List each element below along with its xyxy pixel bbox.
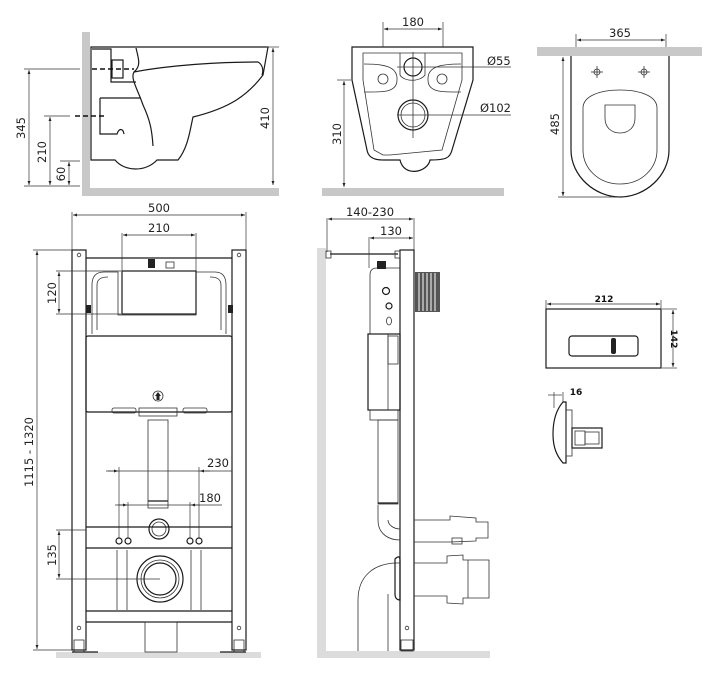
dim-outlet-offset: 135 [45, 544, 59, 566]
flush-bend [148, 518, 170, 540]
flush-button [568, 335, 639, 357]
dim-inlet-height: 345 [14, 117, 28, 139]
right-post [231, 249, 247, 651]
wc-side-view: 345 210 60 410 [14, 32, 279, 196]
dim-depth-range: 140-230 [346, 205, 394, 219]
floor-section [317, 651, 490, 658]
floor-section [82, 188, 279, 196]
outlet-recess [99, 97, 141, 135]
dual-flush-divider [611, 338, 616, 354]
drain-connector [414, 554, 490, 605]
seat-outline [582, 89, 658, 185]
dim-plate-thickness: 16 [570, 388, 583, 398]
actuator-mechanism [571, 427, 603, 449]
valve-icon [148, 259, 155, 268]
cistern-label-icon [152, 390, 164, 402]
floor-section [322, 188, 504, 196]
dim-outlet-diameter: Ø102 [480, 101, 511, 115]
wc-rear-view: 180 Ø55 Ø102 310 [322, 15, 511, 196]
flush-plate-profile [552, 401, 567, 464]
bowl-opening [604, 104, 636, 134]
wc-top-outline [570, 56, 670, 198]
dim-seat-height: 410 [258, 107, 272, 129]
flush-plate-view: 212 142 16 [545, 295, 678, 464]
bowl-inner-curve [132, 47, 154, 147]
left-post [71, 249, 87, 651]
dim-outlet-height: 210 [35, 141, 49, 163]
dim-plate-height: 142 [668, 330, 678, 349]
dim-bolt-spacing: 180 [402, 15, 424, 29]
inlet-recess [92, 48, 136, 83]
frame-side-view: 140-230 130 [317, 205, 490, 658]
flush-panel-opening [121, 270, 197, 315]
right-bolt-boss [427, 63, 462, 93]
wc-top-view: 365 485 [537, 26, 702, 198]
wall-section [82, 32, 90, 196]
cistern-side [367, 333, 401, 411]
left-bolt-hole [377, 73, 389, 85]
dim-rear-outlet-height: 310 [330, 123, 344, 145]
wc-rear-outline [351, 46, 474, 172]
flush-pipe [147, 419, 169, 509]
flush-pipe [377, 419, 399, 505]
dim-inlet-diameter: Ø55 [487, 54, 511, 68]
dim-inner-bolt-spacing: 180 [199, 491, 221, 505]
dim-panel-opening: 210 [148, 221, 170, 235]
seat-line [133, 61, 264, 76]
flush-plate-front [545, 308, 662, 369]
frame-post [399, 249, 415, 651]
floor-section [56, 652, 261, 658]
dim-frame-height: 1115 - 1320 [22, 417, 36, 487]
cistern-body [85, 335, 233, 413]
dim-top-width: 365 [609, 26, 631, 40]
right-bolt-hole [436, 73, 448, 85]
wall-section [537, 47, 702, 56]
right-fixing-icon [638, 66, 650, 78]
dim-top-projection: 485 [548, 113, 562, 135]
dim-outer-bolt-spacing: 230 [207, 456, 229, 470]
dim-depth: 130 [380, 224, 402, 238]
frame-front-view: 500 210 120 1115 - 1320 230 180 135 [22, 201, 261, 658]
left-bolt-boss [363, 63, 398, 93]
dim-panel-height: 120 [45, 282, 59, 304]
flush-valve-outlet [138, 407, 178, 417]
wc-body [90, 46, 269, 170]
left-fixing-icon [591, 66, 603, 78]
dim-bottom-height: 60 [54, 167, 68, 182]
flush-inlet-connector [414, 515, 489, 543]
valve-icon [377, 261, 386, 269]
dim-plate-width: 212 [595, 295, 614, 305]
wall-section [317, 248, 326, 658]
dim-frame-width: 500 [148, 201, 170, 215]
